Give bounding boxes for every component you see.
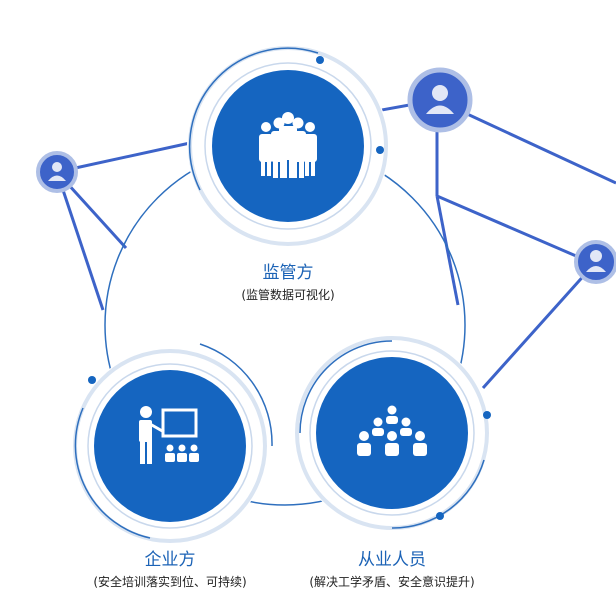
workers-node: [294, 335, 491, 531]
enterprise-node: [72, 343, 273, 544]
teacher-presentation-icon: [139, 406, 199, 464]
network-line: [55, 171, 105, 311]
network-line: [481, 260, 598, 390]
regulator-node: [187, 45, 389, 247]
network-node-left: [36, 151, 78, 193]
pyramid-of-people-icon: [357, 405, 427, 456]
network-node-top-right: [407, 67, 473, 133]
user-icon: [426, 85, 454, 114]
group-of-people-icon: [259, 112, 317, 178]
workers-title: 从业人员: [358, 550, 426, 570]
regulator-title: 监管方: [262, 263, 314, 283]
enterprise-title: 企业方: [144, 550, 196, 570]
network-line: [436, 194, 591, 264]
user-icon: [48, 162, 66, 181]
enterprise-subtitle: (安全培训落实到位、可持续): [93, 575, 247, 589]
user-icon: [586, 250, 606, 272]
regulator-subtitle: (监管数据可视化): [241, 288, 335, 302]
network-line: [435, 195, 460, 306]
workers-subtitle: (解决工学矛盾、安全意识提升): [309, 575, 475, 589]
network-node-right: [574, 240, 616, 284]
network-line: [56, 141, 191, 174]
